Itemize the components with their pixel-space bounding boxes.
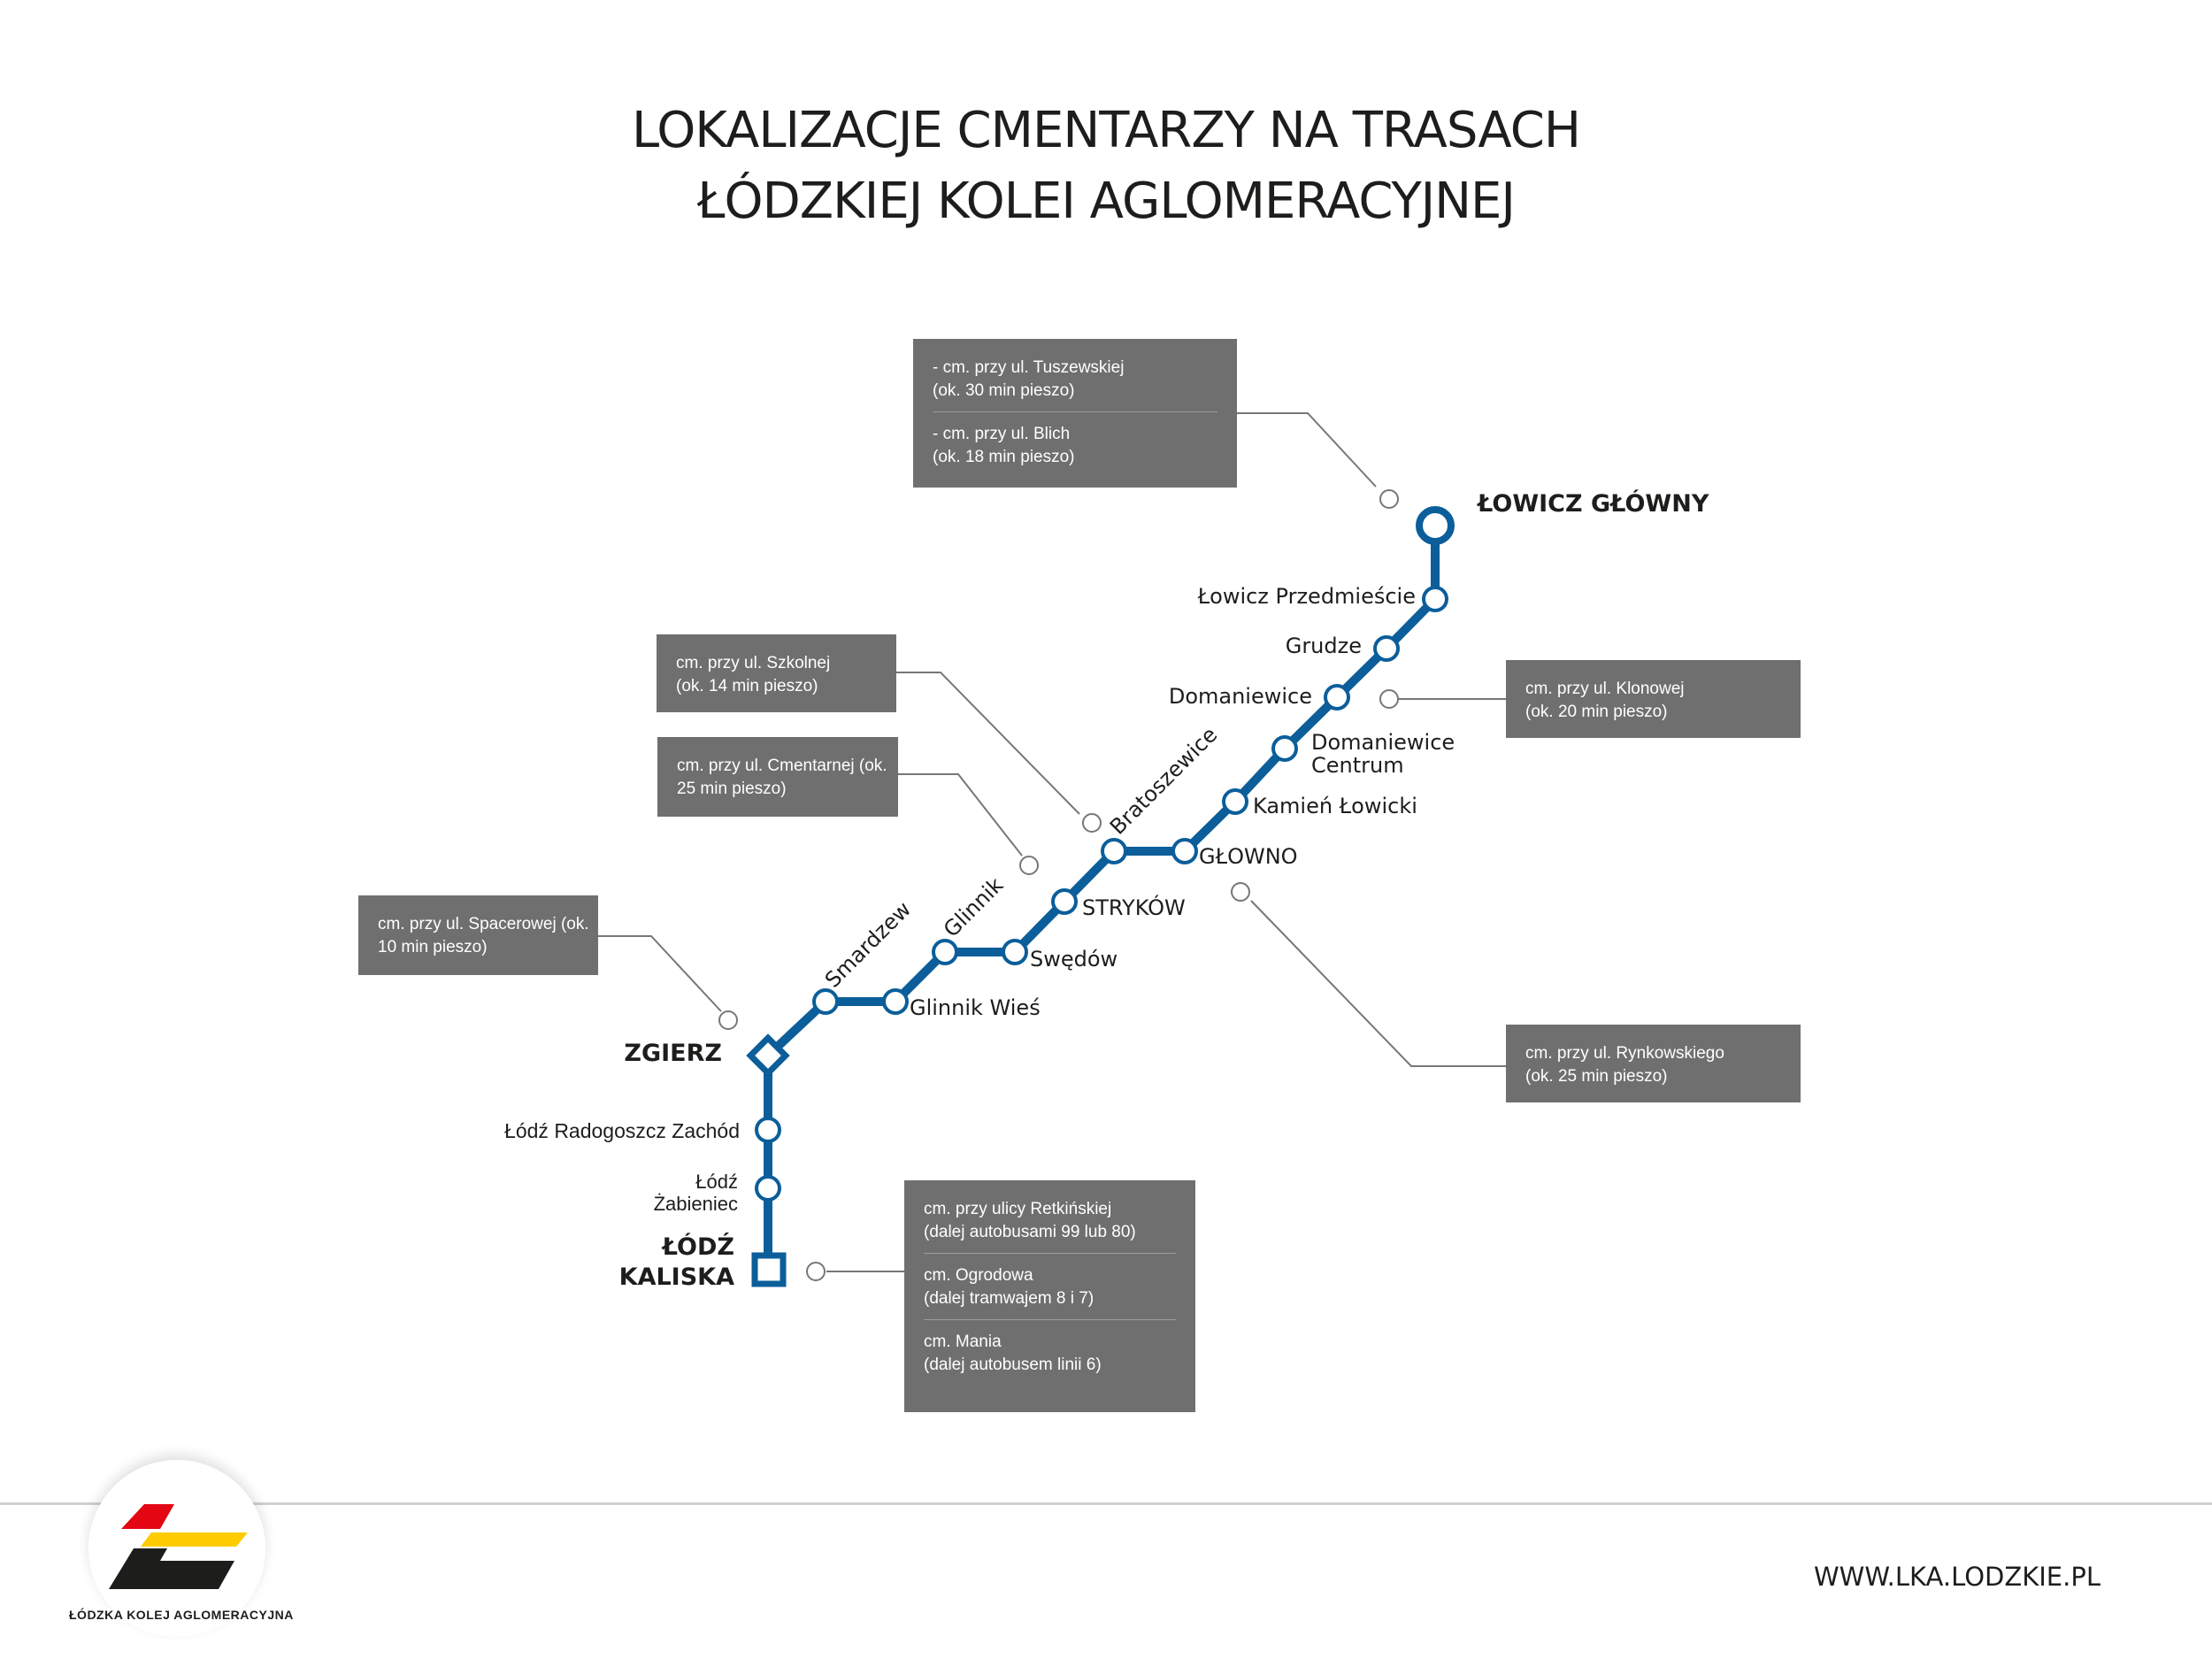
cemetery-entry: cm. przy ul. Spacerowej (ok. — [378, 915, 589, 933]
station-label-strykow: STRYKÓW — [1082, 895, 1186, 920]
station-label-radogoszcz: Łódź Radogoszcz Zachód — [504, 1119, 740, 1142]
station-label-line: Centrum — [1311, 753, 1404, 778]
station-label-line: Domaniewice — [1311, 730, 1455, 755]
leader-line-bratoszewice — [896, 672, 1080, 815]
box-divider — [933, 411, 1217, 412]
cemetery-entry-note: (ok. 18 min pieszo) — [933, 448, 1075, 466]
cemetery-box-bratoszewice: cm. przy ul. Szkolnej (ok. 14 min pieszo… — [657, 634, 896, 712]
station-label-kamien-lowicki: Kamień Łowicki — [1253, 794, 1417, 818]
station-label-glinnik-wies: Glinnik Wieś — [910, 995, 1041, 1020]
cemetery-entry: cm. przy ulicy Retkińskiej — [924, 1200, 1112, 1218]
logo-badge — [88, 1460, 265, 1637]
cemetery-box-lodz: cm. przy ulicy Retkińskiej (dalej autobu… — [904, 1180, 1195, 1412]
station-marker-bratoszewice — [1101, 838, 1127, 864]
station-label-glowno: GŁOWNO — [1199, 844, 1298, 869]
station-marker-lowicz-przedmiescie — [1422, 586, 1448, 612]
cemetery-box-lowicz: - cm. przy ul. Tuszewskiej (ok. 30 min p… — [913, 339, 1237, 488]
website-link[interactable]: WWW.LKA.LODZKIE.PL — [1813, 1562, 2101, 1592]
station-marker-domaniewice-centrum — [1271, 735, 1298, 762]
leader-dot-zgierz — [718, 1010, 738, 1030]
cemetery-box-domaniewice: cm. przy ul. Klonowej (ok. 20 min pieszo… — [1506, 660, 1801, 738]
leader-line-strykow — [896, 773, 1023, 856]
cemetery-entry: - cm. przy ul. Tuszewskiej — [933, 358, 1125, 377]
station-label-line: Łódź — [695, 1171, 738, 1193]
cemetery-entry-note: 25 min pieszo) — [677, 780, 787, 798]
cemetery-box-strykow: cm. przy ul. Cmentarnej (ok. 25 min pies… — [657, 737, 898, 817]
cemetery-entry: cm. przy ul. Rynkowskiego — [1525, 1044, 1724, 1063]
cemetery-box-glowno: cm. przy ul. Rynkowskiego (ok. 25 min pi… — [1506, 1025, 1801, 1102]
station-marker-radogoszcz — [755, 1117, 781, 1143]
terminus-marker-lodz-kaliska — [751, 1252, 787, 1287]
cemetery-entry-note: (dalej autobusami 99 lub 80) — [924, 1223, 1136, 1241]
station-label-domaniewice-centrum: Domaniewice Centrum — [1311, 731, 1455, 777]
cemetery-entry: cm. przy ul. Cmentarnej (ok. — [677, 757, 887, 775]
cemetery-entry-note: (dalej autobusem linii 6) — [924, 1356, 1102, 1374]
station-label-grudze: Grudze — [1285, 634, 1362, 658]
station-marker-glinnik — [932, 939, 958, 965]
lka-logo-icon — [109, 1504, 248, 1589]
cemetery-entry-note: 10 min pieszo) — [378, 938, 488, 956]
leader-dot-strykow — [1019, 856, 1039, 875]
hub-marker-zgierz — [746, 1033, 790, 1078]
railway-map — [598, 412, 1506, 1287]
terminus-marker-lowicz-glowny — [1416, 506, 1455, 545]
cemetery-entry-note: (ok. 30 min pieszo) — [933, 381, 1075, 400]
station-marker-domaniewice — [1324, 684, 1350, 710]
station-label-domaniewice: Domaniewice — [1168, 684, 1312, 709]
box-divider — [924, 1253, 1176, 1254]
station-label-lodz-kaliska: ŁÓDŹ KALISKA — [619, 1233, 734, 1293]
station-marker-smardzew — [812, 988, 839, 1015]
station-marker-zabieniec — [755, 1175, 781, 1202]
leader-dot-glowno — [1231, 882, 1250, 902]
station-label-swedow: Swędów — [1030, 947, 1118, 972]
cemetery-entry-note: (ok. 14 min pieszo) — [676, 677, 818, 695]
station-label-zabieniec: Łódź Żabieniec — [654, 1171, 738, 1215]
leader-line-lowicz — [1237, 412, 1377, 488]
station-marker-grudze — [1373, 635, 1400, 662]
leader-dot-lodz — [806, 1262, 826, 1281]
leader-line-zgierz — [598, 935, 722, 1012]
footer-divider — [0, 1502, 2212, 1505]
title-line-1: LOKALIZACJE CMENTARZY NA TRASACH — [632, 102, 1581, 159]
cemetery-entry: cm. przy ul. Szkolnej — [676, 654, 831, 672]
cemetery-entry: cm. przy ul. Klonowej — [1525, 680, 1685, 698]
title-line-2: ŁÓDZKIEJ KOLEI AGLOMERACYJNEJ — [697, 173, 1516, 230]
station-marker-strykow — [1051, 888, 1078, 915]
cemetery-entry: - cm. przy ul. Blich — [933, 425, 1071, 443]
station-label-lowicz-przedmiescie: Łowicz Przedmieście — [1197, 584, 1416, 609]
station-label-lowicz-glowny: ŁOWICZ GŁÓWNY — [1478, 490, 1709, 518]
station-label-line: ŁÓDŹ — [662, 1233, 734, 1261]
cemetery-entry-note: (dalej tramwajem 8 i 7) — [924, 1289, 1094, 1308]
station-marker-kamien-lowicki — [1222, 788, 1248, 815]
leader-line-glowno — [1250, 900, 1506, 1067]
station-label-line: KALISKA — [618, 1263, 734, 1291]
station-label-line: Żabieniec — [653, 1193, 738, 1215]
station-marker-swedow — [1002, 939, 1028, 965]
leader-dot-lowicz — [1379, 489, 1399, 509]
box-divider — [924, 1319, 1176, 1320]
footer — [0, 1504, 2212, 1659]
cemetery-box-zgierz: cm. przy ul. Spacerowej (ok. 10 min pies… — [358, 895, 598, 975]
leader-dot-bratoszewice — [1082, 813, 1102, 833]
cemetery-entry-note: (ok. 25 min pieszo) — [1525, 1067, 1668, 1086]
cemetery-entry: cm. Ogrodowa — [924, 1266, 1033, 1285]
logo-text: ŁÓDZKA KOLEJ AGLOMERACYJNA — [69, 1608, 294, 1622]
leader-dot-domaniewice — [1379, 689, 1399, 709]
station-label-zgierz: ZGIERZ — [624, 1040, 722, 1067]
cemetery-entry-note: (ok. 20 min pieszo) — [1525, 703, 1668, 721]
cemetery-entry: cm. Mania — [924, 1333, 1002, 1351]
station-marker-glowno — [1171, 838, 1198, 864]
page-title: LOKALIZACJE CMENTARZY NA TRASACH ŁÓDZKIE… — [0, 96, 2212, 237]
station-marker-glinnik-wies — [882, 988, 909, 1015]
